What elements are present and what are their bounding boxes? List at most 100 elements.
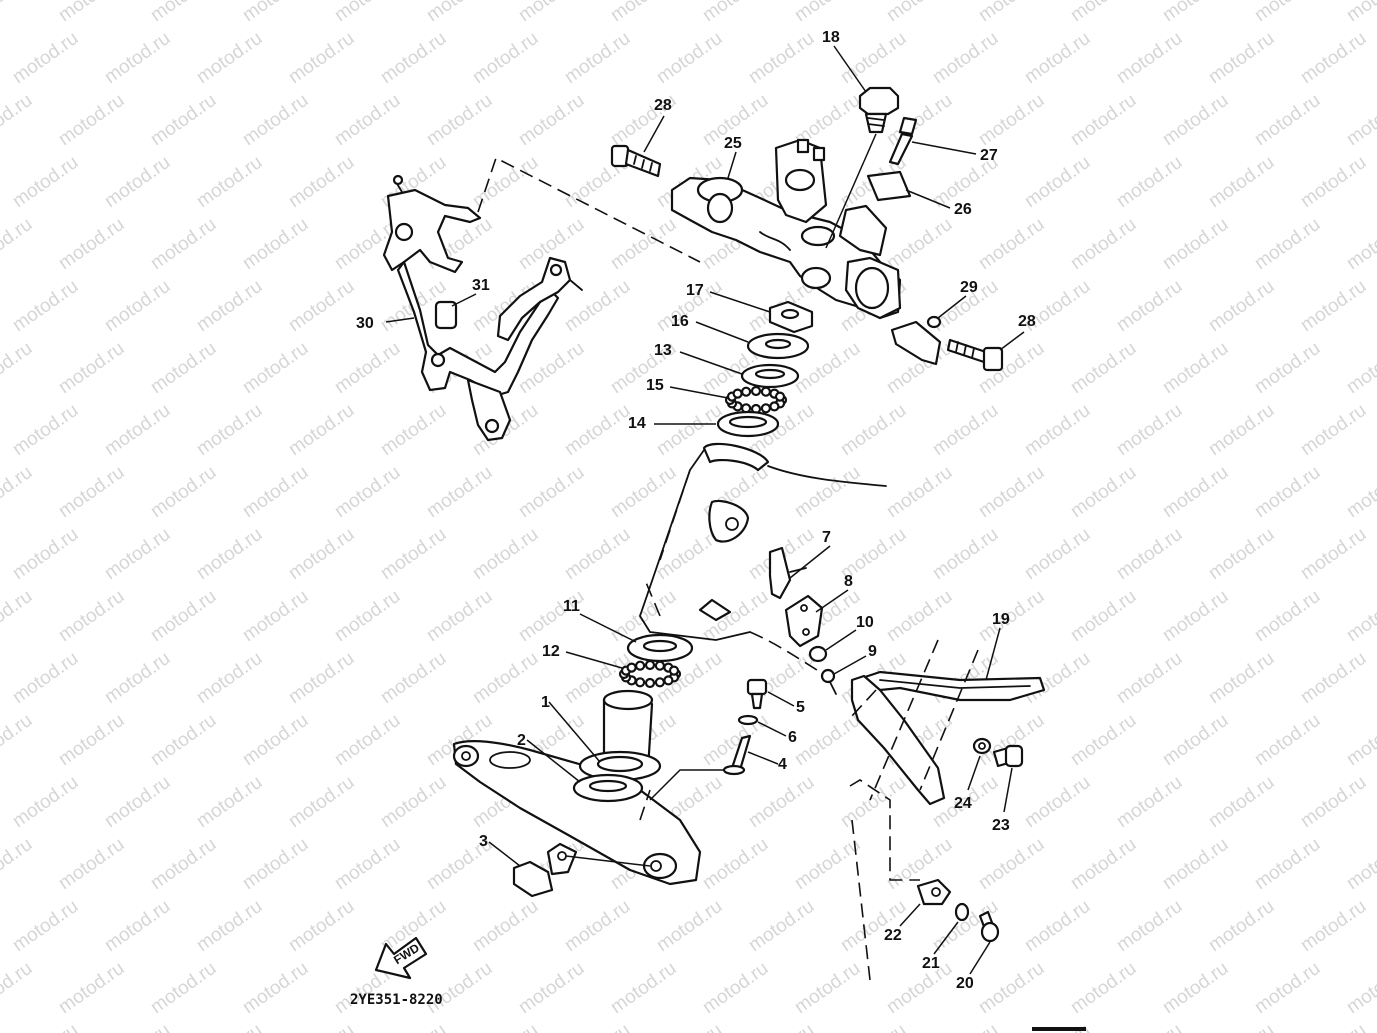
watermark-text: motod.ru [239, 710, 312, 770]
watermark-text: motod.ru [883, 462, 956, 522]
watermark-text: motod.ru [0, 214, 36, 274]
watermark-text: motod.ru [929, 524, 1002, 584]
watermark-text: motod.ru [55, 462, 128, 522]
callout-leader-line [937, 295, 967, 319]
watermark-text: motod.ru [1113, 648, 1186, 708]
watermark-text: motod.ru [1343, 586, 1377, 646]
bearing-ball [769, 401, 780, 412]
watermark-text: motod.ru [147, 214, 220, 274]
watermark-text: motod.ru [1251, 710, 1324, 770]
watermark-text: motod.ru [837, 28, 910, 88]
watermark-text: motod.ru [1297, 772, 1370, 832]
bearing-ball [740, 386, 752, 397]
watermark-text: motod.ru [9, 276, 82, 336]
clamp-part-29 [890, 315, 942, 366]
watermark-text: motod.ru [101, 400, 174, 460]
callout-label-12: 12 [542, 643, 560, 660]
watermark-text: motod.ru [561, 28, 634, 88]
watermark-text: motod.ru [1021, 400, 1094, 460]
callout-leader-line [385, 317, 415, 323]
watermark-text: motod.ru [239, 834, 312, 894]
callout-label-10: 10 [856, 614, 874, 631]
watermark-text: motod.ru [837, 772, 910, 832]
callout-label-28b: 28 [1018, 313, 1036, 330]
watermark-text: motod.ru [101, 896, 174, 956]
bearing-ball [760, 386, 772, 397]
watermark-text: motod.ru [883, 0, 956, 26]
watermark-text: motod.ru [9, 152, 82, 212]
callout-leader-line [565, 651, 623, 669]
bolt-part-18 [825, 86, 900, 249]
watermark-text: motod.ru [193, 648, 266, 708]
watermark-text: motod.ru [745, 896, 818, 956]
bolt-part-9 [820, 668, 837, 695]
bearing-part-2 [572, 773, 644, 803]
watermark-text: motod.ru [377, 772, 450, 832]
watermark-text: motod.ru [331, 834, 404, 894]
callout-label-1: 1 [541, 694, 550, 711]
watermark-text: motod.ru [147, 958, 220, 1018]
callout-leader-line [767, 691, 795, 707]
watermark-text: motod.ru [377, 28, 450, 88]
oil-seal-part-1 [578, 750, 662, 782]
watermark-text: motod.ru [9, 648, 82, 708]
watermark-text: motod.ru [975, 958, 1048, 1018]
watermark-text: motod.ru [561, 524, 634, 584]
handlebar-crown-part-25 [670, 138, 902, 320]
watermark-text: motod.ru [837, 1020, 910, 1033]
callout-leader-line [985, 627, 1001, 681]
watermark-text: motod.ru [1067, 958, 1140, 1018]
bearing-ball [626, 662, 637, 673]
callout-leader-line [833, 45, 867, 93]
ball-bearing-part-12 [618, 659, 682, 689]
watermark-text: motod.ru [55, 0, 128, 26]
callout-leader-line [969, 941, 991, 975]
watermark-text: motod.ru [1343, 834, 1377, 894]
watermark-text: motod.ru [699, 834, 772, 894]
watermark-text: motod.ru [975, 586, 1048, 646]
watermark-text: motod.ru [101, 152, 174, 212]
watermark-text: motod.ru [975, 462, 1048, 522]
watermark-text: motod.ru [1159, 462, 1232, 522]
nut-part-10 [808, 645, 828, 663]
watermark-text: motod.ru [9, 896, 82, 956]
watermark-text: motod.ru [1251, 338, 1324, 398]
callout-label-11: 11 [563, 598, 580, 615]
watermark-text: motod.ru [791, 710, 864, 770]
bearing-ball [654, 660, 666, 671]
watermark-text: motod.ru [1343, 338, 1377, 398]
watermark-text: motod.ru [1297, 1020, 1370, 1033]
watermark-text: motod.ru [1113, 276, 1186, 336]
watermark-text: motod.ru [285, 896, 358, 956]
callout-label-7: 7 [822, 529, 831, 546]
bolt-part-23 [992, 744, 1024, 768]
watermark-text: motod.ru [285, 772, 358, 832]
watermark-text: motod.ru [1067, 214, 1140, 274]
watermark-text: motod.ru [239, 586, 312, 646]
watermark-text: motod.ru [1205, 28, 1278, 88]
watermark-text: motod.ru [239, 958, 312, 1018]
watermark-text: motod.ru [1067, 338, 1140, 398]
bearing-ball [644, 677, 656, 689]
callout-label-25: 25 [724, 135, 742, 152]
watermark-text: motod.ru [1159, 90, 1232, 150]
watermark-text: motod.ru [239, 90, 312, 150]
bearing-ball [732, 388, 743, 399]
watermark-text: motod.ru [101, 772, 174, 832]
watermark-text: motod.ru [101, 28, 174, 88]
watermark-text: motod.ru [791, 834, 864, 894]
callout-leader-line [526, 739, 581, 783]
watermark-text: motod.ru [193, 276, 266, 336]
watermark-text: motod.ru [1205, 1020, 1278, 1033]
watermark-text: motod.ru [1113, 28, 1186, 88]
watermark-text: motod.ru [929, 400, 1002, 460]
watermark-text: motod.ru [745, 28, 818, 88]
watermark-text: motod.ru [1343, 462, 1377, 522]
bearing-ball [750, 385, 762, 397]
callout-leader-line [757, 721, 787, 737]
callout-leader-line [451, 293, 477, 307]
watermark-text: motod.ru [469, 896, 542, 956]
callout-leader-line [709, 291, 771, 313]
watermark-text: motod.ru [653, 28, 726, 88]
watermark-text: motod.ru [1067, 834, 1140, 894]
